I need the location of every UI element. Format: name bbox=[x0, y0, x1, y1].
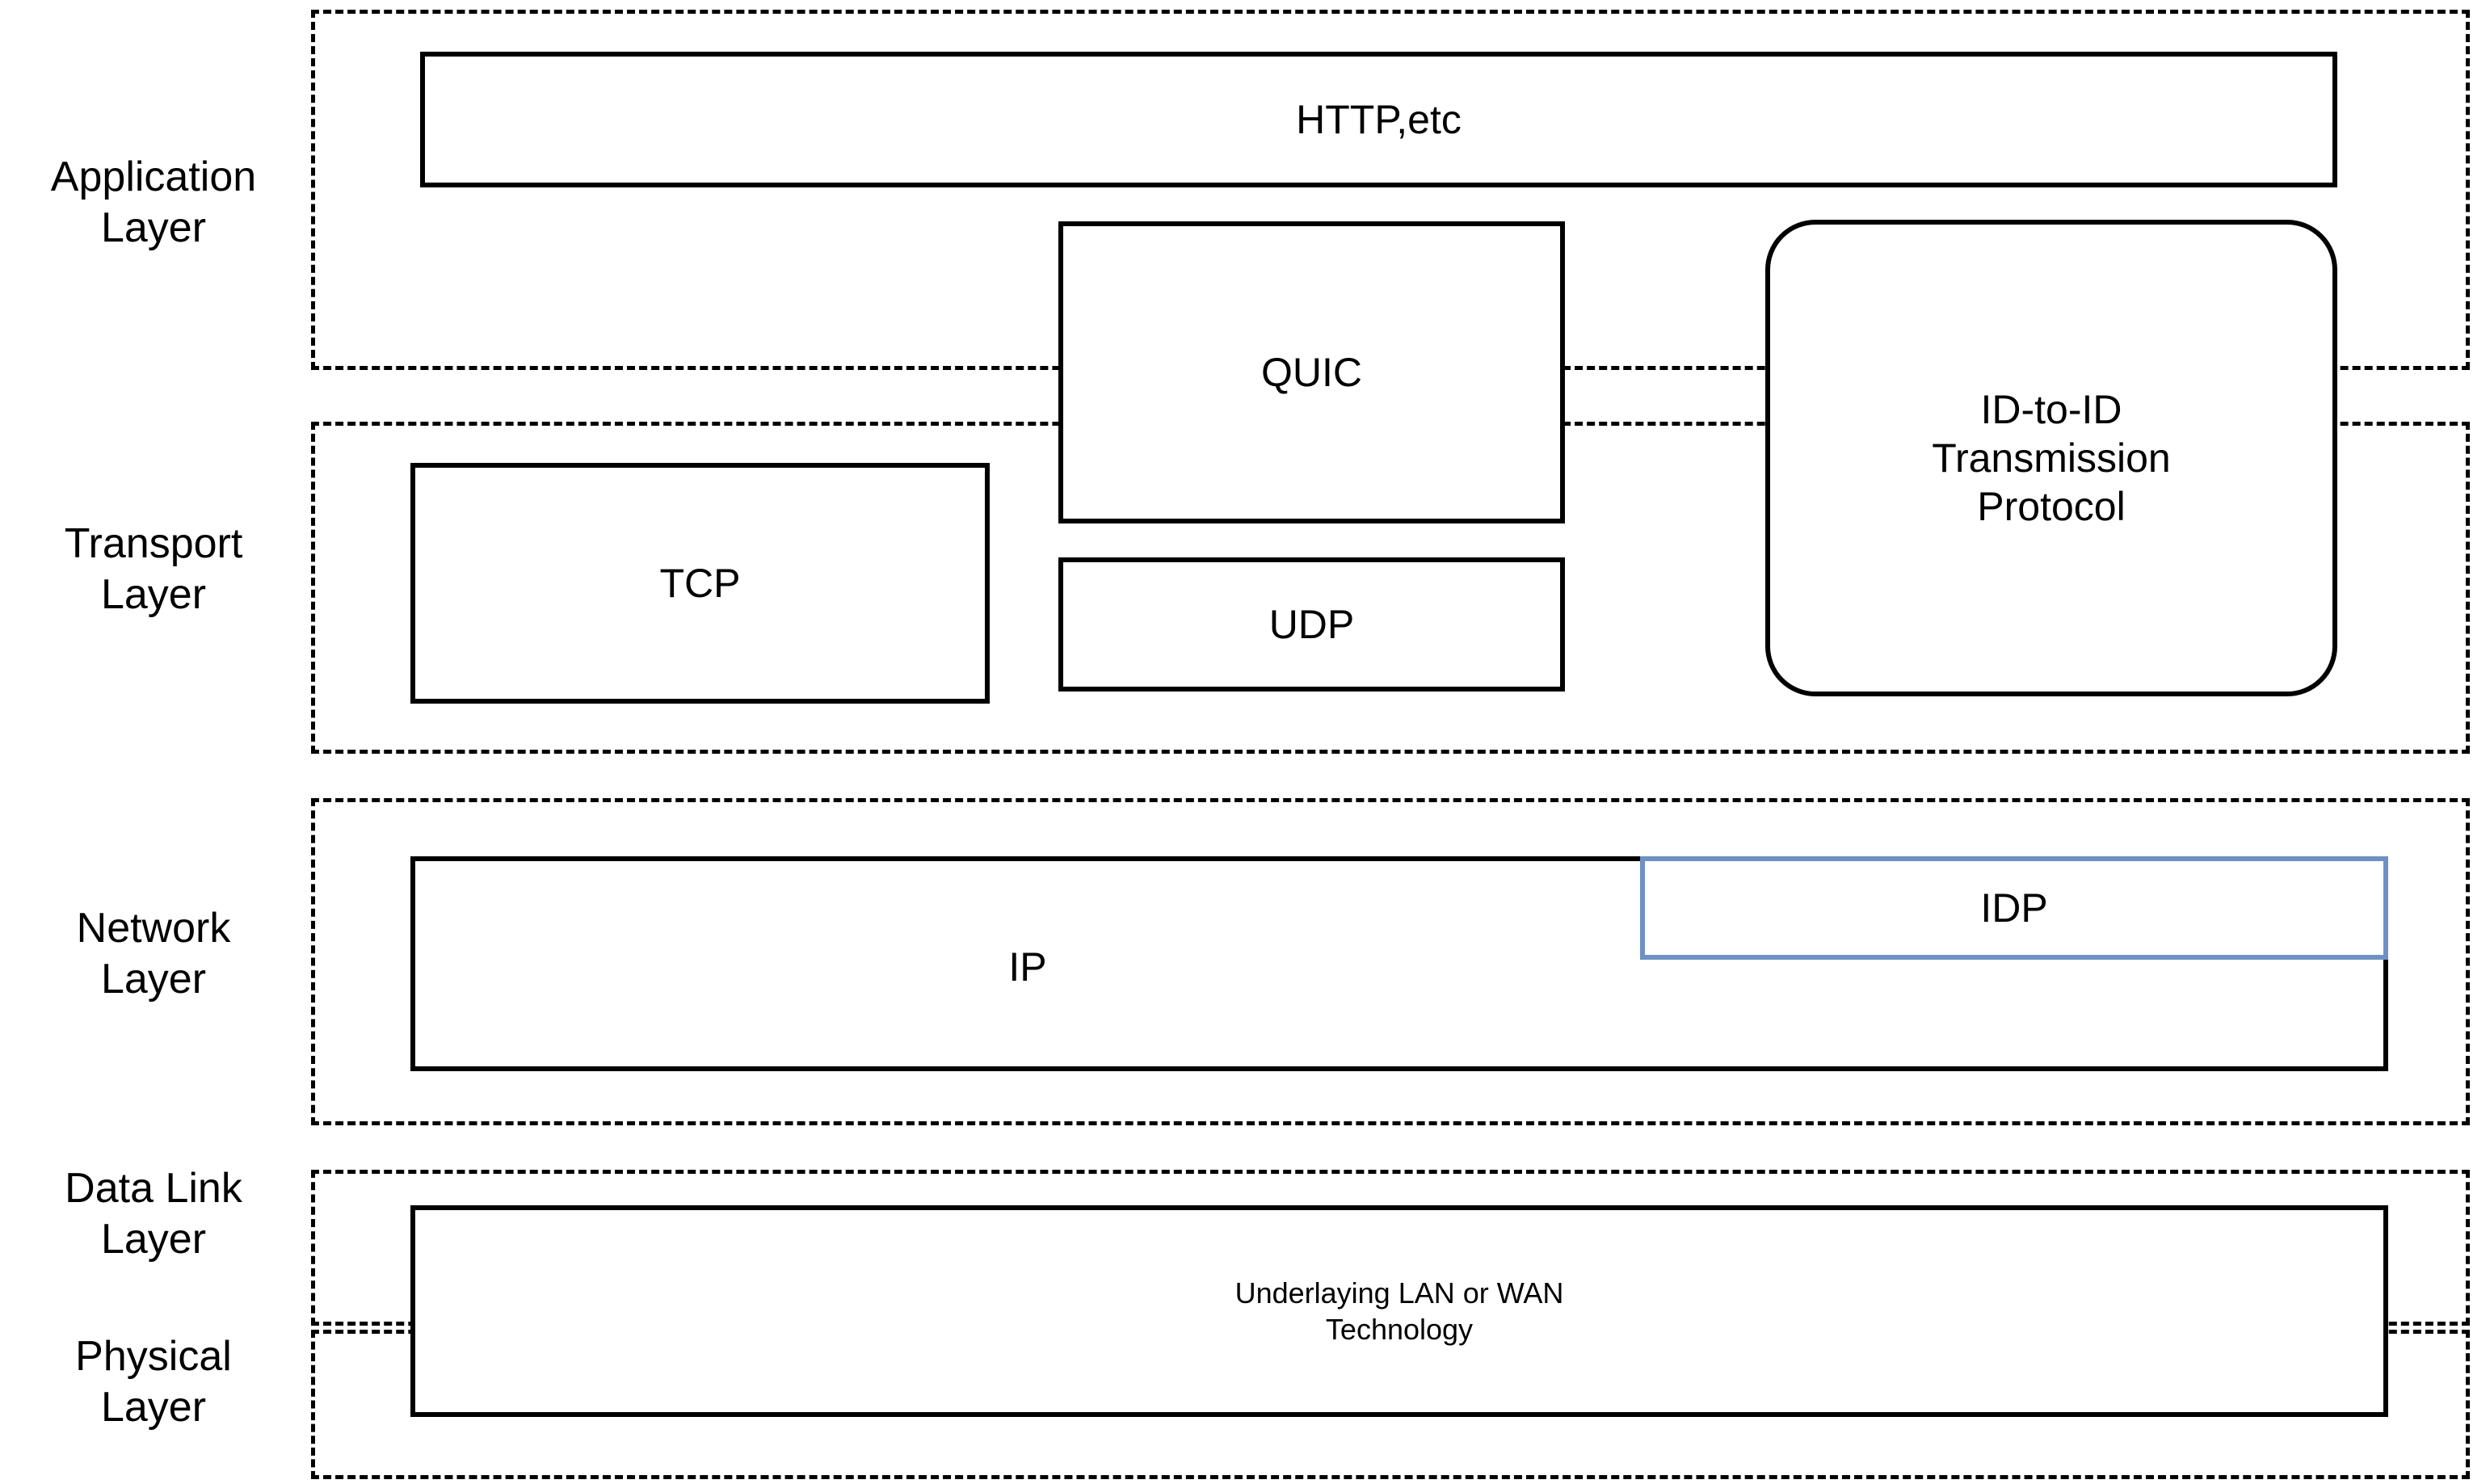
protocol-box-underlaying-technology[interactable]: Underlaying LAN or WAN Technology bbox=[410, 1205, 2388, 1417]
layer-label-datalink: Data Link Layer bbox=[65, 1165, 242, 1263]
ip-box-right-edge bbox=[2383, 959, 2388, 1071]
protocol-box-ip-label: IP bbox=[1008, 944, 1047, 990]
ip-box-bottom-edge bbox=[410, 1066, 2388, 1071]
layer-label-network: Network Layer bbox=[76, 905, 231, 1003]
layer-label-application: Application Layer bbox=[50, 153, 257, 252]
ip-box-left-edge bbox=[410, 856, 415, 1071]
layer-band-network bbox=[311, 798, 2470, 1125]
protocol-box-quic[interactable]: QUIC bbox=[1058, 221, 1565, 523]
ip-box-top-edge bbox=[410, 856, 1645, 861]
protocol-box-id-to-id[interactable]: ID-to-ID Transmission Protocol bbox=[1765, 220, 2337, 696]
protocol-box-http[interactable]: HTTP,etc bbox=[420, 52, 2337, 187]
protocol-box-udp[interactable]: UDP bbox=[1058, 557, 1565, 692]
protocol-box-tcp[interactable]: TCP bbox=[410, 463, 990, 704]
layer-label-transport: Transport Layer bbox=[64, 520, 243, 619]
layer-label-physical: Physical Layer bbox=[75, 1333, 232, 1431]
protocol-box-idp[interactable]: IDP bbox=[1640, 856, 2388, 960]
